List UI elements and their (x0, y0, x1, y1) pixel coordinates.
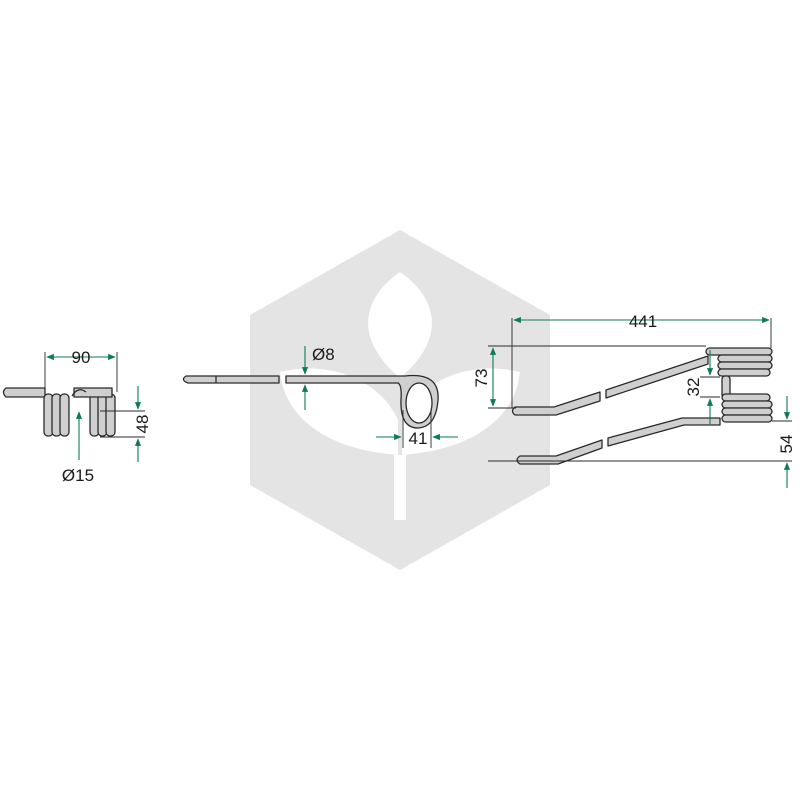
top-height-label: 73 (472, 369, 491, 388)
spring-leg-left (2, 387, 46, 398)
spring-arm-segment-left (182, 375, 280, 384)
coil-lower (721, 393, 773, 423)
top-view (488, 316, 792, 488)
front-height-label: 48 (133, 415, 152, 434)
wire-diameter-label: Ø8 (312, 345, 335, 364)
top-length-label: 441 (629, 312, 657, 331)
offset-label: 54 (777, 435, 796, 454)
upper-arm-tip (511, 391, 601, 416)
front-view (2, 352, 145, 462)
side-coil-width-label: 41 (409, 429, 428, 448)
inner-gap-label: 32 (684, 378, 703, 397)
front-width-label: 90 (72, 348, 91, 367)
upper-arm-segment (605, 355, 709, 399)
coil-right (89, 393, 116, 437)
lower-arm-segment (607, 417, 721, 447)
coil-upper (705, 347, 773, 399)
hexagon-leaf-logo-icon (250, 230, 550, 570)
side-view (182, 346, 458, 448)
coil-diameter-label: Ø15 (62, 466, 94, 485)
lower-arm-tip (516, 439, 603, 465)
coil-left (43, 393, 70, 437)
